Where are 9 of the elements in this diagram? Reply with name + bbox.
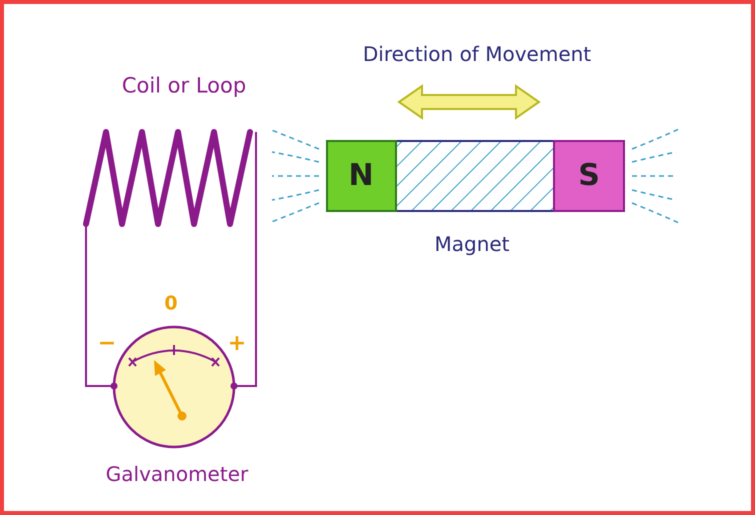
polarity-sign: − bbox=[98, 333, 116, 355]
caption-text: Direction of Movement bbox=[362, 44, 592, 64]
coil-label: Coil or Loop bbox=[122, 76, 246, 96]
scale-label: 0 bbox=[164, 294, 178, 314]
pole-label: N bbox=[348, 161, 374, 191]
magnet-label: Magnet bbox=[434, 234, 510, 254]
pole-label: S bbox=[578, 161, 600, 191]
polarity-sign: + bbox=[228, 333, 246, 355]
galvanometer-label: Galvanometer bbox=[106, 464, 248, 484]
